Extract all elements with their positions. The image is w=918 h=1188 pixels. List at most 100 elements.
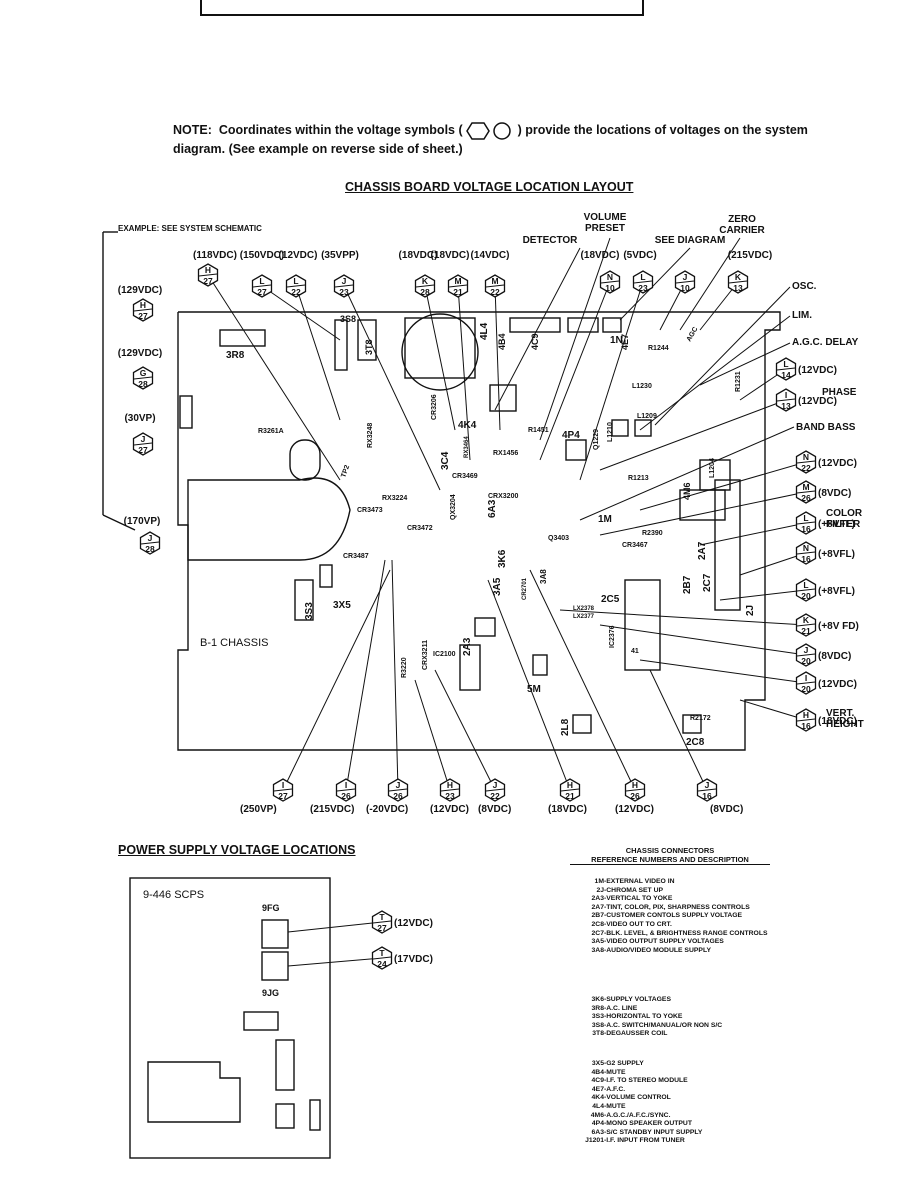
connector-desc: -A.G.C./A.F.C./SYNC. <box>604 1111 671 1119</box>
marker-letter: I <box>282 780 284 790</box>
flyback-outline <box>187 477 351 561</box>
connector-ref-item: J1201-I.F. INPUT FROM TUNER <box>576 1137 876 1146</box>
connector-ref-item: 3K6-SUPPLY VOLTAGES <box>576 996 876 1005</box>
3t8-block <box>334 319 348 371</box>
connector-code: 2A7 <box>591 903 604 911</box>
component-label-ic2100: IC2100 <box>433 651 456 658</box>
component-label-3a8: 3A8 <box>539 569 548 584</box>
callout-see-diagram: SEE DIAGRAM <box>655 235 726 246</box>
component-label-l1210: L1210 <box>607 422 614 442</box>
top-frame <box>200 0 644 16</box>
marker-number: 27 <box>138 445 148 455</box>
connector-code: 3X5 <box>591 1060 604 1067</box>
component-label-rx3224: RX3224 <box>382 495 407 502</box>
circle-symbol-icon <box>493 121 511 140</box>
marker-number: 27 <box>377 923 387 933</box>
marker-letter: M <box>454 276 461 286</box>
marker-letter: N <box>803 543 809 553</box>
connector-code: 2C8 <box>591 920 604 928</box>
component-label-2b7: 2B7 <box>682 575 693 594</box>
psu-component-a <box>243 1011 279 1031</box>
chassis-marker-j-16: J16 <box>696 778 718 802</box>
connector-ref-item: 3X5-G2 SUPPLY <box>576 1060 876 1069</box>
leader-line <box>345 559 386 791</box>
psu-fuse <box>309 1099 321 1131</box>
marker-letter: H <box>803 710 809 720</box>
marker-letter: K <box>803 615 810 625</box>
marker-letter: T <box>379 948 385 958</box>
component-label-4k4: 4K4 <box>458 420 477 431</box>
connector-desc: -SUPPLY VOLTAGES <box>604 996 671 1003</box>
voltage-label: (18VDC) <box>818 716 857 727</box>
connector-ref-item: 2A7-TINT, COLOR, PIX, SHARPNESS CONTROLS <box>576 904 876 913</box>
voltage-label: (12VDC) <box>798 365 837 376</box>
component-label-qx3204: QX3204 <box>450 494 457 520</box>
chassis-marker-g-28: G28 <box>132 366 154 390</box>
marker-number: 23 <box>339 287 349 297</box>
component-label-lx2378: LX2378 <box>573 606 595 612</box>
ic2100-chip <box>459 644 481 691</box>
connector-desc: -A.C. LINE <box>604 1004 638 1012</box>
chassis-marker-l-23: L23 <box>632 270 654 294</box>
component-label-3s8: 3S8 <box>340 314 356 324</box>
connector-code: 4K4 <box>591 1094 604 1102</box>
marker-number: 23 <box>638 283 648 293</box>
2c8-connector <box>682 714 702 734</box>
voltage-label: (35VPP) <box>321 250 359 261</box>
side-label-vert_height: VERT.HEIGHT <box>826 708 864 730</box>
marker-number: 13 <box>733 283 743 293</box>
chassis-marker-h-26: H26 <box>624 778 646 802</box>
connector-desc: -VIDEO OUTPUT SUPPLY VOLTAGES <box>604 938 724 946</box>
connector-code: 3R8 <box>591 1004 604 1012</box>
component-label-crx3211: CRX3211 <box>422 640 429 670</box>
voltage-label: (18VDC) <box>581 250 620 261</box>
voltage-label: (12VDC) <box>818 679 857 690</box>
marker-number: 20 <box>801 591 811 601</box>
marker-letter: L <box>259 276 264 286</box>
3r8-connector <box>219 329 266 347</box>
2a3-connector <box>474 617 496 637</box>
marker-letter: I <box>805 673 807 683</box>
connector-desc: -G2 SUPPLY <box>604 1060 644 1067</box>
component-label-2l8: 2L8 <box>560 718 571 736</box>
component-label-r1244: R1244 <box>648 345 669 352</box>
chassis-marker-n-22: N22 <box>795 450 817 474</box>
leader-line <box>287 957 383 967</box>
leader-line <box>424 285 456 431</box>
connector-ref-item: 3R8-A.C. LINE <box>576 1005 876 1014</box>
example-label: EXAMPLE: SEE SYSTEM SCHEMATIC <box>118 224 262 233</box>
9jg-block <box>261 951 289 981</box>
connector-code: 4P4 <box>591 1120 604 1128</box>
marker-letter: T <box>379 912 385 922</box>
chassis-marker-j-28: J28 <box>139 531 161 555</box>
leader-line <box>487 579 571 791</box>
chassis-marker-k-28: K28 <box>414 274 436 298</box>
voltage-label: (12VDC) <box>818 458 857 469</box>
voltage-label: (8VDC) <box>818 488 851 499</box>
component-label-3t8: 3T8 <box>364 339 374 355</box>
marker-letter: J <box>683 272 688 282</box>
connector-ref-item: 6A3-S/C STANDBY INPUT SUPPLY <box>576 1129 876 1138</box>
voltage-label: (14VDC) <box>471 250 510 261</box>
side-label-lim: LIM. <box>792 310 812 321</box>
l1209-coil <box>634 419 652 437</box>
connector-desc: -AUDIO/VIDEO MODULE SUPPLY <box>604 946 712 954</box>
connector-desc: -EXTERNAL VIDEO IN <box>604 878 675 885</box>
voltage-label: (18VDC) <box>431 250 470 261</box>
marker-letter: J <box>705 780 710 790</box>
marker-number: 10 <box>605 283 615 293</box>
leader-line <box>579 281 644 481</box>
component-label-ic2376: IC2376 <box>609 625 616 648</box>
hexagon-symbol-icon <box>466 121 490 140</box>
marker-letter: L <box>640 272 645 282</box>
component-label-rx1456: RX1456 <box>493 450 518 457</box>
chassis-board-outline <box>177 311 781 751</box>
tuner-frame <box>404 317 476 379</box>
connector-code: 4E7 <box>591 1085 604 1093</box>
component-label-r3220: R3220 <box>401 657 408 678</box>
marker-letter: L <box>783 359 788 369</box>
connector-code: 3K6 <box>591 996 604 1003</box>
